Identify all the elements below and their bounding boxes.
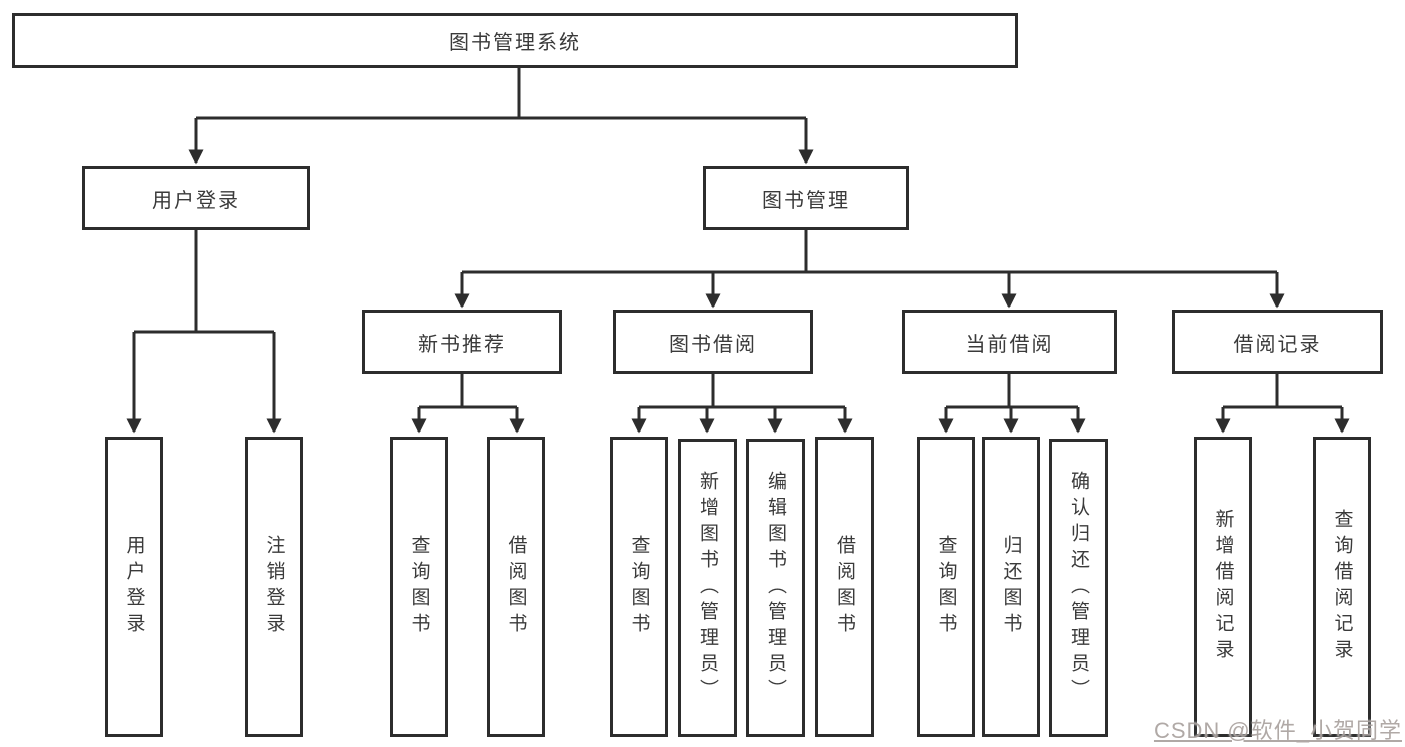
leaf-query-books-current: 查询图书: [917, 437, 975, 737]
leaf-add-books-admin-label: 新增图书（管理员）: [697, 471, 718, 705]
leaf-query-books-borrowing: 查询图书: [610, 437, 668, 737]
leaf-add-borrow-record-label: 新增借阅记录: [1212, 509, 1234, 665]
leaf-return-books: 归还图书: [982, 437, 1040, 737]
leaf-return-books-label: 归还图书: [1000, 535, 1022, 639]
leaf-user-login: 用户登录: [105, 437, 163, 737]
leaf-borrow-books-recommend: 借阅图书: [487, 437, 545, 737]
leaf-borrow-books-borrowing: 借阅图书: [815, 437, 874, 737]
leaf-query-books-recommend-label: 查询图书: [408, 535, 430, 639]
leaf-add-borrow-record: 新增借阅记录: [1194, 437, 1252, 737]
leaf-query-books-recommend: 查询图书: [390, 437, 448, 737]
leaf-borrow-books-recommend-label: 借阅图书: [505, 535, 527, 639]
leaf-query-books-current-label: 查询图书: [935, 535, 957, 639]
node-current-borrowing: 当前借阅: [902, 310, 1117, 374]
tree-branch-paths: [134, 66, 1342, 409]
leaf-query-books-borrowing-label: 查询图书: [628, 535, 650, 639]
node-new-book-recommendation: 新书推荐: [362, 310, 562, 374]
leaf-logout-label: 注销登录: [263, 535, 285, 639]
arrow-connectors: [126, 118, 1350, 434]
watermark: CSDN @软件_小贺同学: [1153, 718, 1402, 743]
leaf-confirm-return-admin: 确认归还（管理员）: [1049, 439, 1108, 737]
leaf-edit-books-admin-label: 编辑图书（管理员）: [765, 471, 786, 705]
node-borrowing-records: 借阅记录: [1172, 310, 1383, 374]
node-book-management: 图书管理: [703, 166, 909, 230]
node-book-borrowing: 图书借阅: [613, 310, 813, 374]
leaf-user-login-label: 用户登录: [123, 535, 145, 639]
leaf-logout: 注销登录: [245, 437, 303, 737]
leaf-add-books-admin: 新增图书（管理员）: [678, 439, 737, 737]
leaf-query-borrow-record-label: 查询借阅记录: [1331, 509, 1353, 665]
leaf-confirm-return-admin-label: 确认归还（管理员）: [1068, 471, 1089, 705]
leaf-edit-books-admin: 编辑图书（管理员）: [746, 439, 805, 737]
leaf-query-borrow-record: 查询借阅记录: [1313, 437, 1371, 737]
node-library-management-system: 图书管理系统: [12, 13, 1018, 68]
leaf-borrow-books-borrowing-label: 借阅图书: [834, 535, 855, 639]
node-user-login: 用户登录: [82, 166, 310, 230]
